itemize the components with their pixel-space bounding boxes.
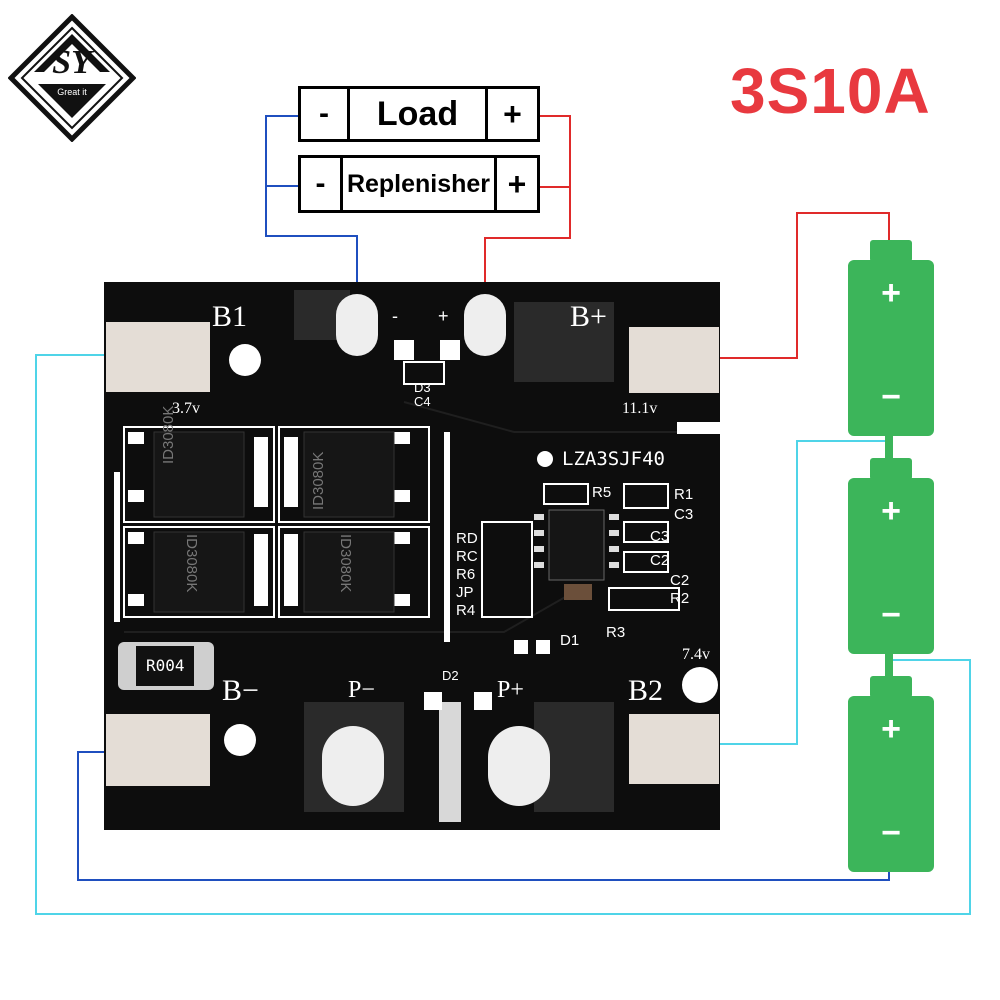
- label-r2: R2: [670, 590, 690, 607]
- label-r6: R6: [456, 566, 476, 583]
- battery-1-cap: [870, 240, 912, 262]
- wire-bplus-battery: [680, 212, 890, 359]
- pcb-artwork: [106, 290, 720, 822]
- pad-label-b-minus: B−: [222, 674, 259, 707]
- voltage-7-4v: 7.4v: [682, 646, 710, 663]
- label-rc: RC: [456, 548, 478, 565]
- battery-1-plus: +: [881, 274, 901, 312]
- replenisher-minus: -: [298, 155, 343, 213]
- logo-tagline: Great it: [57, 87, 87, 97]
- replenisher-label: Replenisher: [340, 155, 497, 213]
- mosfet-2-label: ID3080K: [310, 451, 327, 510]
- label-r3: R3: [606, 624, 626, 641]
- top-pad-plus-label: +: [438, 306, 449, 326]
- load-label: Load: [347, 86, 488, 142]
- battery-3-cap: [870, 676, 912, 698]
- pad-label-b2: B2: [628, 674, 664, 707]
- battery-2-minus: −: [881, 596, 901, 634]
- top-pad-minus-label: -: [392, 306, 398, 326]
- label-c4: C4: [414, 394, 431, 409]
- brand-logo: SY Great it: [7, 13, 137, 143]
- pad-label-b1: B1: [212, 300, 248, 333]
- pcb-board: B1 B+ B− B2 P− P+ - + 3.7v 11.1v 7.4v LZ…: [104, 282, 720, 830]
- diamond-logo-icon: [7, 13, 137, 143]
- label-d2: D2: [442, 668, 459, 683]
- label-rd: RD: [456, 530, 478, 547]
- battery-3: + −: [848, 676, 934, 872]
- battery-1-minus: −: [881, 378, 901, 416]
- label-r1: R1: [674, 486, 694, 503]
- board-model: LZA3SJF40: [562, 448, 665, 470]
- wire-b1-tap: [35, 354, 971, 915]
- pad-label-p-plus: P+: [497, 677, 524, 703]
- label-c3-b: C3: [650, 528, 670, 545]
- label-c2-a: C2: [650, 552, 670, 569]
- wire-load-plus: [484, 115, 571, 300]
- load-connector: - Load +: [298, 86, 540, 142]
- load-plus: +: [485, 86, 540, 142]
- wire-b2-tap: [668, 440, 889, 745]
- label-jp: JP: [456, 584, 474, 601]
- pad-label-p-minus: P−: [348, 677, 375, 703]
- replenisher-plus: +: [494, 155, 540, 213]
- label-r4: R4: [456, 602, 476, 619]
- battery-3-minus: −: [881, 814, 901, 852]
- product-title: 3S10A: [730, 55, 931, 127]
- load-minus: -: [298, 86, 350, 142]
- label-c3-a: C3: [674, 506, 694, 523]
- battery-2: + −: [848, 458, 934, 654]
- battery-1-body: [848, 260, 934, 436]
- voltage-11-1v: 11.1v: [622, 400, 658, 417]
- battery-2-body: [848, 478, 934, 654]
- battery-3-plus: +: [881, 710, 901, 748]
- battery-2-plus: +: [881, 492, 901, 530]
- mosfet-1-label: ID3080K: [160, 405, 177, 464]
- mosfet-3-label: ID3080K: [183, 534, 200, 593]
- label-r5: R5: [592, 484, 612, 501]
- pad-label-b-plus: B+: [570, 300, 607, 333]
- logo-text: SY: [52, 44, 92, 81]
- label-c2-b: C2: [670, 572, 690, 589]
- replenisher-connector: - Replenisher +: [298, 155, 540, 213]
- shunt-label: R004: [146, 656, 185, 675]
- wire-load-minus: [265, 115, 358, 300]
- label-d1: D1: [560, 632, 580, 649]
- voltage-3-7v: 3.7v: [172, 400, 200, 417]
- battery-1: + −: [848, 240, 934, 436]
- mosfet-4-label: ID3080K: [337, 534, 354, 593]
- battery-3-body: [848, 696, 934, 872]
- label-d3: D3: [414, 380, 431, 395]
- battery-2-cap: [870, 458, 912, 480]
